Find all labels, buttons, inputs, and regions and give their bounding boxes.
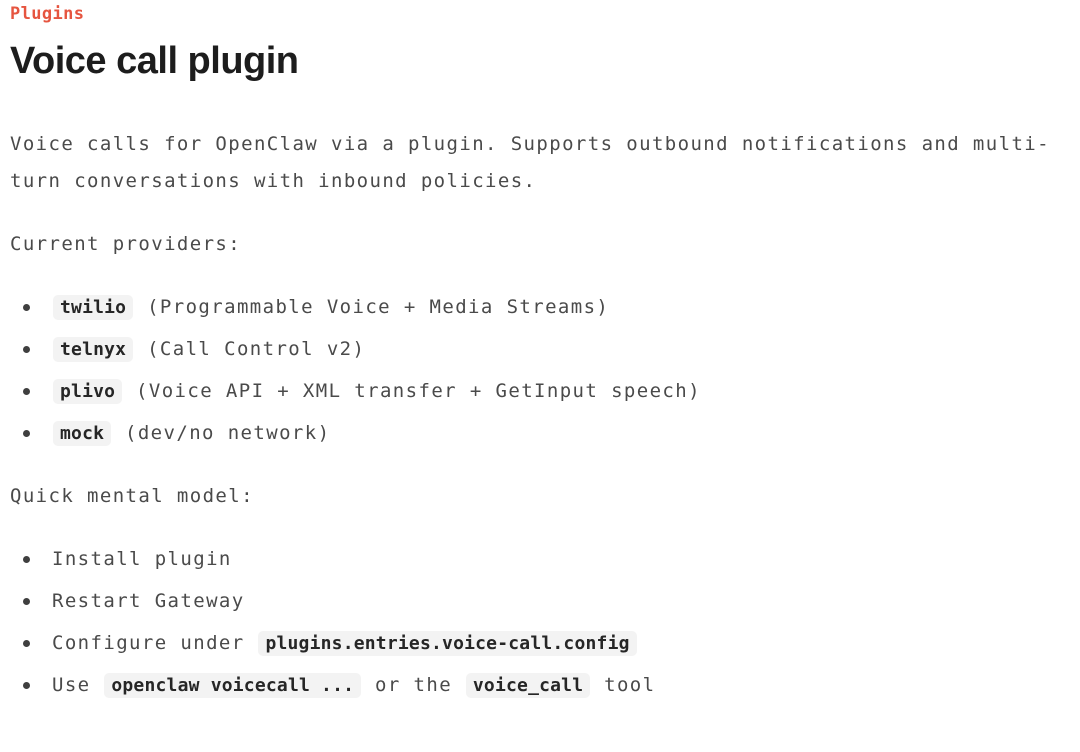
doc-page: Plugins Voice call plugin Voice calls fo…: [10, 4, 1070, 704]
list-item: Configure under plugins.entries.voice-ca…: [10, 625, 1070, 662]
list-item: plivo (Voice API + XML transfer + GetInp…: [10, 373, 1070, 410]
inline-code: openclaw voicecall ...: [104, 673, 362, 698]
providers-list: twilio (Programmable Voice + Media Strea…: [10, 289, 1070, 452]
intro-paragraph: Voice calls for OpenClaw via a plugin. S…: [10, 133, 1050, 192]
inline-code: mock: [53, 421, 112, 446]
mental-model-heading: Quick mental model:: [10, 485, 254, 507]
list-item: telnyx (Call Control v2): [10, 331, 1070, 368]
providers-heading: Current providers:: [10, 233, 242, 255]
list-item-text: Use: [52, 674, 104, 696]
list-item-text: Restart Gateway: [52, 590, 245, 612]
list-item: Restart Gateway: [10, 583, 1070, 620]
list-item-text: (Call Control v2): [134, 338, 366, 360]
eyebrow-label: Plugins: [10, 4, 85, 24]
list-item-text: (Programmable Voice + Media Streams): [134, 296, 610, 318]
inline-code: plugins.entries.voice-call.config: [258, 631, 637, 656]
list-item-text: Configure under: [52, 632, 258, 654]
inline-code: plivo: [53, 379, 123, 404]
page-title: Voice call plugin: [10, 40, 299, 82]
list-item: twilio (Programmable Voice + Media Strea…: [10, 289, 1070, 326]
inline-code: telnyx: [53, 337, 134, 362]
list-item: Install plugin: [10, 541, 1070, 578]
list-item-text: (dev/no network): [112, 422, 331, 444]
inline-code: twilio: [53, 295, 134, 320]
list-item-text: tool: [591, 674, 656, 696]
list-item-text: Install plugin: [52, 548, 232, 570]
list-item-text: or the: [362, 674, 465, 696]
list-item: Use openclaw voicecall ... or the voice_…: [10, 667, 1070, 704]
list-item: mock (dev/no network): [10, 415, 1070, 452]
inline-code: voice_call: [465, 673, 591, 698]
list-item-text: (Voice API + XML transfer + GetInput spe…: [123, 380, 701, 402]
